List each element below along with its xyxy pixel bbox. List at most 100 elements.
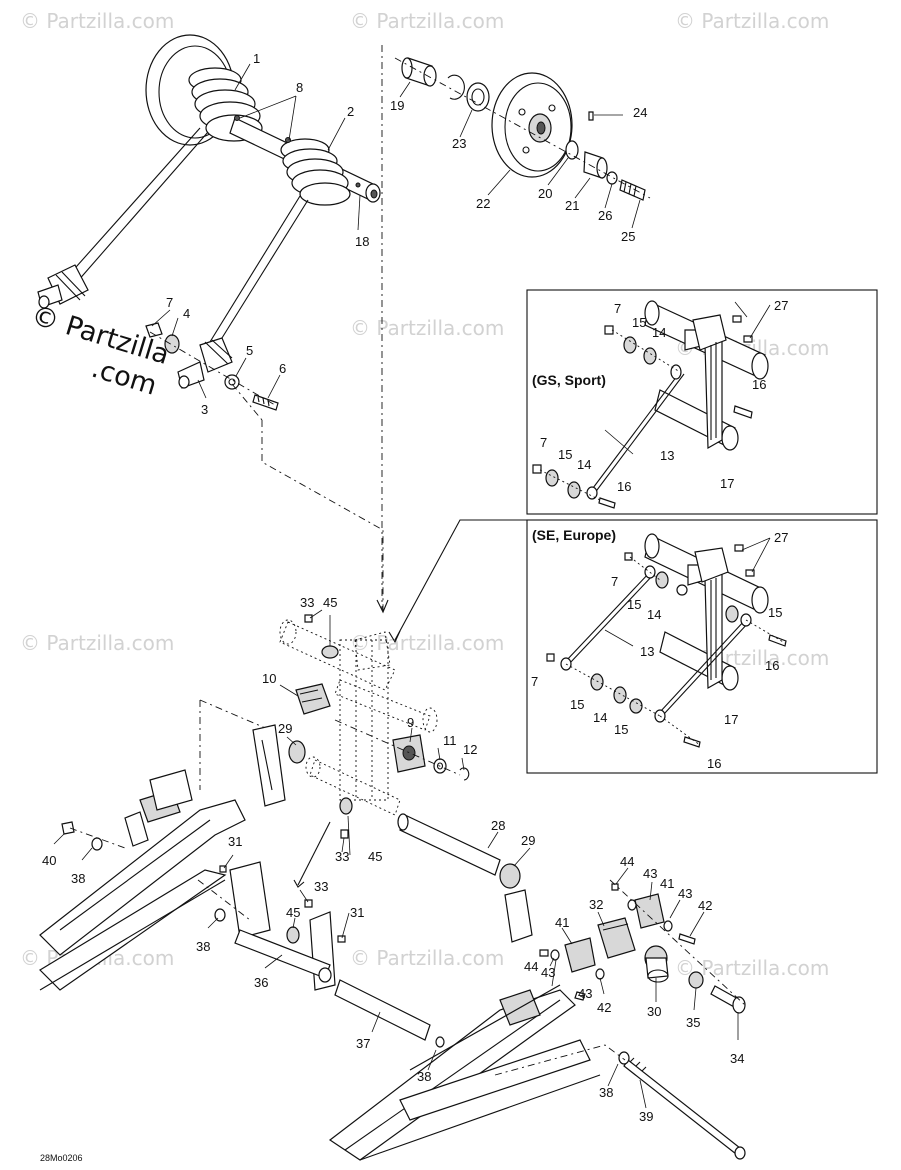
callout: 23 bbox=[452, 136, 466, 151]
drawing-code: 28Mo0206 bbox=[40, 1153, 83, 1163]
partzilla-watermark: © Partzilla .com bbox=[28, 300, 173, 402]
spring-right bbox=[280, 138, 351, 206]
callout: 45 bbox=[323, 595, 337, 610]
callout: 30 bbox=[647, 1004, 661, 1019]
callout: 45 bbox=[368, 849, 382, 864]
callout: 27 bbox=[774, 530, 788, 545]
leader-lines bbox=[53, 63, 771, 1109]
callout: 10 bbox=[262, 671, 276, 686]
rear-arm-left-plate bbox=[229, 861, 271, 939]
callout: 16 bbox=[765, 658, 779, 673]
callout: 44 bbox=[620, 854, 634, 869]
grease-fitting-33 bbox=[304, 614, 313, 623]
callout: 20 bbox=[538, 186, 552, 201]
shaft-37 bbox=[334, 979, 431, 1041]
watermark-faint: © Partzilla.com bbox=[350, 9, 504, 33]
variant-box-se-europe: (SE, Europe) bbox=[526, 519, 878, 774]
callout: 16 bbox=[752, 377, 766, 392]
bolt-39 bbox=[623, 1059, 741, 1155]
circlip-12 bbox=[459, 767, 470, 781]
variant-box-gs-sport: (GS, Sport) bbox=[526, 289, 878, 515]
front-arm-assembly bbox=[279, 614, 470, 888]
callout: 31 bbox=[350, 905, 364, 920]
callout: 36 bbox=[254, 975, 268, 990]
right-pivot-parts bbox=[397, 813, 746, 1014]
callout: 25 bbox=[621, 229, 635, 244]
pivot-bracket bbox=[252, 724, 286, 807]
variant-label: (GS, Sport) bbox=[532, 372, 606, 388]
callout: 29 bbox=[521, 833, 535, 848]
callout: 12 bbox=[463, 742, 477, 757]
bearing-23 bbox=[466, 82, 490, 112]
callout: 3 bbox=[201, 402, 208, 417]
guide-line bbox=[261, 420, 384, 612]
callout: 19 bbox=[390, 98, 404, 113]
callout: 31 bbox=[228, 834, 242, 849]
callout: 22 bbox=[476, 196, 490, 211]
bolt-6 bbox=[252, 394, 279, 411]
callout: 33 bbox=[335, 849, 349, 864]
callout: 35 bbox=[686, 1015, 700, 1030]
callout: 9 bbox=[407, 715, 414, 730]
callout: 13 bbox=[640, 644, 654, 659]
callout: 26 bbox=[598, 208, 612, 223]
callout: 41 bbox=[555, 915, 569, 930]
block-32 bbox=[597, 917, 636, 959]
callout: 7 bbox=[611, 574, 618, 589]
callout: 16 bbox=[617, 479, 631, 494]
callouts: 1 2 3 4 5 6 7 8 18 19 23 24 22 20 21 26 … bbox=[42, 51, 788, 1124]
watermark-faint: © Partzilla.com bbox=[350, 946, 504, 970]
callout: 2 bbox=[347, 104, 354, 119]
callout: 38 bbox=[599, 1085, 613, 1100]
watermark-faint: © Partzilla.com bbox=[350, 631, 504, 655]
washer-35 bbox=[688, 971, 704, 989]
washer-5 bbox=[224, 374, 240, 390]
callout: 38 bbox=[71, 871, 85, 886]
callout: 14 bbox=[647, 607, 661, 622]
callout: 29 bbox=[278, 721, 292, 736]
callout: 28 bbox=[491, 818, 505, 833]
spring-end-left bbox=[37, 264, 89, 309]
rear-arm bbox=[197, 861, 445, 1048]
callout: 44 bbox=[524, 959, 538, 974]
variant-frame bbox=[526, 289, 878, 515]
callout: 15 bbox=[768, 605, 782, 620]
callout: 21 bbox=[565, 198, 579, 213]
callout: 14 bbox=[652, 325, 666, 340]
callout: 38 bbox=[417, 1069, 431, 1084]
callout: 39 bbox=[639, 1109, 653, 1124]
ring-20 bbox=[565, 140, 579, 160]
right-rail bbox=[328, 984, 746, 1161]
left-rail bbox=[39, 699, 286, 991]
washer-38 bbox=[91, 837, 103, 851]
pin-24 bbox=[588, 111, 594, 121]
bolt-25 bbox=[619, 179, 646, 201]
callout: 1 bbox=[253, 51, 260, 66]
callout: 5 bbox=[246, 343, 253, 358]
callout: 43 bbox=[678, 886, 692, 901]
callout: 13 bbox=[660, 448, 674, 463]
rear-axle-assembly bbox=[37, 34, 381, 411]
callout: 15 bbox=[570, 697, 584, 712]
spring-end-right bbox=[177, 337, 233, 389]
watermark-faint: © Partzilla.com bbox=[675, 9, 829, 33]
callout: 15 bbox=[558, 447, 572, 462]
callout: 33 bbox=[300, 595, 314, 610]
watermark-faint: © Partzilla.com bbox=[20, 9, 174, 33]
nut-40 bbox=[61, 821, 75, 835]
callout: 41 bbox=[660, 876, 674, 891]
callout: 43 bbox=[578, 986, 592, 1001]
variant-label: (SE, Europe) bbox=[532, 527, 616, 543]
shaft-28 bbox=[399, 814, 501, 876]
callout: 16 bbox=[707, 756, 721, 771]
callout: 40 bbox=[42, 853, 56, 868]
callout: 43 bbox=[541, 965, 555, 980]
callout: 14 bbox=[577, 457, 591, 472]
bushing-29 bbox=[499, 863, 521, 889]
bracket-10 bbox=[295, 683, 331, 715]
callout: 15 bbox=[614, 722, 628, 737]
reference-arrow bbox=[394, 519, 527, 641]
circlip bbox=[447, 74, 465, 100]
callout: 17 bbox=[724, 712, 738, 727]
